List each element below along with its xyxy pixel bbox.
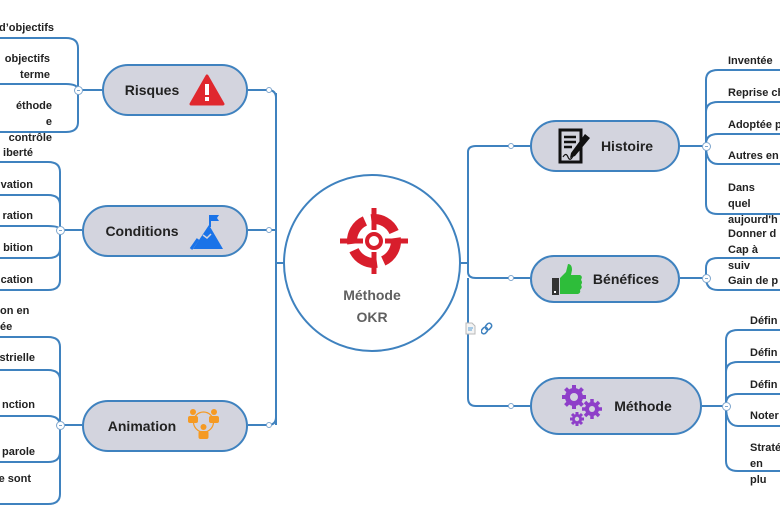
- methode-collapse-button[interactable]: [722, 402, 731, 411]
- target-icon: [340, 208, 408, 274]
- leaf-risques-1[interactable]: d’objectifs: [0, 22, 54, 34]
- leaf-benefices-2[interactable]: Gain de p: [728, 275, 779, 287]
- branch-risques[interactable]: Risques: [102, 64, 248, 116]
- branch-histoire[interactable]: Histoire: [530, 120, 680, 172]
- risques-connector-dot: [266, 87, 272, 93]
- leaf-methode-1[interactable]: Défin: [750, 315, 778, 327]
- branch-label: Risques: [124, 82, 180, 98]
- leaf-conditions-4[interactable]: bition: [3, 242, 33, 254]
- warning-icon: [189, 74, 225, 106]
- leaf-histoire-1[interactable]: Inventée: [728, 55, 773, 67]
- leaf-risques-3[interactable]: éthode e contrôle: [8, 100, 52, 144]
- leaf-conditions-5[interactable]: cation: [0, 274, 33, 286]
- central-node[interactable]: Méthode OKR: [283, 174, 461, 352]
- leaf-histoire-2[interactable]: Reprise ch: [728, 87, 780, 99]
- benefices-connector-dot: [508, 275, 514, 281]
- document-pen-icon: [558, 128, 590, 164]
- methode-connector-dot: [508, 403, 514, 409]
- branch-conditions[interactable]: Conditions: [82, 205, 248, 257]
- branch-label: Conditions: [105, 223, 179, 239]
- leaf-conditions-1[interactable]: iberté: [3, 147, 33, 159]
- animation-connector-dot: [266, 422, 272, 428]
- benefices-collapse-button[interactable]: [702, 274, 711, 283]
- branch-label: Méthode: [614, 398, 672, 414]
- thumbs-up-icon: [551, 264, 582, 295]
- branch-label: Bénéfices: [592, 271, 660, 287]
- leaf-histoire-3[interactable]: Adoptée p: [728, 119, 780, 131]
- central-title-line1: Méthode: [343, 287, 401, 303]
- leaf-animation-3[interactable]: nction: [2, 399, 35, 411]
- central-title: Méthode OKR: [285, 284, 459, 328]
- branch-benefices[interactable]: Bénéfices: [530, 255, 680, 303]
- leaf-methode-4[interactable]: Noter: [750, 410, 779, 422]
- branch-label: Histoire: [600, 138, 654, 154]
- leaf-histoire-5[interactable]: Dans quel aujourd'h: [728, 182, 778, 226]
- note-icon[interactable]: [465, 322, 477, 335]
- leaf-animation-1[interactable]: on en ée: [0, 305, 30, 333]
- animation-collapse-button[interactable]: [56, 421, 65, 430]
- histoire-collapse-button[interactable]: [702, 142, 711, 151]
- risques-collapse-button[interactable]: [74, 86, 83, 95]
- team-icon: [188, 409, 220, 439]
- leaf-methode-5[interactable]: Straté en plu: [750, 442, 780, 486]
- branch-methode[interactable]: Méthode: [530, 377, 702, 435]
- central-title-line2: OKR: [356, 309, 388, 325]
- conditions-collapse-button[interactable]: [56, 226, 65, 235]
- leaf-histoire-4[interactable]: Autres en: [728, 150, 779, 162]
- conditions-connector-dot: [266, 227, 272, 233]
- branch-label: Animation: [107, 418, 177, 434]
- leaf-benefices-1[interactable]: Donner d Cap à suiv: [728, 228, 777, 272]
- histoire-connector-dot: [508, 143, 514, 149]
- link-icon[interactable]: [481, 322, 495, 335]
- leaf-animation-4[interactable]: parole: [1, 446, 35, 458]
- leaf-methode-3[interactable]: Défin: [750, 379, 778, 391]
- leaf-risques-2[interactable]: objectifs terme: [4, 53, 50, 81]
- leaf-animation-2[interactable]: strielle: [0, 352, 35, 364]
- leaf-conditions-3[interactable]: ration: [2, 210, 33, 222]
- mountain-flag-icon: [189, 215, 223, 250]
- leaf-methode-2[interactable]: Défin: [750, 347, 778, 359]
- leaf-animation-5[interactable]: e sont: [0, 473, 31, 485]
- leaf-conditions-2[interactable]: vation: [0, 179, 33, 191]
- gears-icon: [562, 385, 603, 426]
- branch-animation[interactable]: Animation: [82, 400, 248, 452]
